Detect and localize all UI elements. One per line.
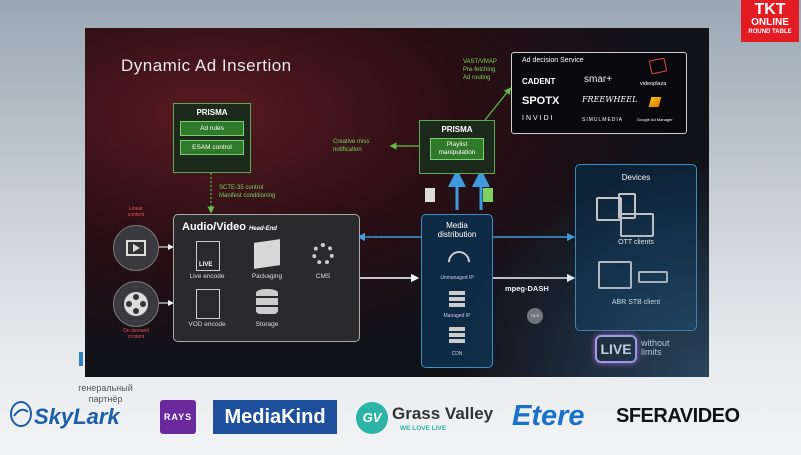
linear-label-1: Linear <box>129 206 143 212</box>
server-icon <box>449 291 465 309</box>
cadent-logo: CADENT <box>522 77 556 86</box>
tkt-line2: ONLINE <box>751 17 789 28</box>
wifi-icon <box>443 246 475 278</box>
packaging-label: Packaging <box>251 273 283 280</box>
phone-icon <box>618 193 636 219</box>
scte-notes: SCTE-35 control Manifest conditioning <box>219 184 275 200</box>
spotx-logo: SPOTX <box>522 95 560 107</box>
skylark-logo: SkyLark <box>34 404 120 429</box>
ott-clients-label: OTT clients <box>618 239 654 246</box>
linear-label-2: content <box>127 212 145 218</box>
laptop-icon <box>620 213 654 237</box>
playlist-manipulation-button[interactable]: Playlist manipulation <box>430 138 484 160</box>
av-title-text: Audio/Video <box>182 221 246 233</box>
packaging-box-icon <box>254 239 280 269</box>
presentation-slide: Dynamic Ad Insertion PRISMA Ad rules ESA… <box>85 28 709 377</box>
skylark-bird-icon <box>10 400 32 428</box>
live-tag: LIVE <box>199 262 213 268</box>
creative-notes: Creative miss notification <box>333 138 369 154</box>
ad-service-title: Ad decision Service <box>522 57 584 64</box>
prisma-left-box: PRISMA Ad rules ESAM control <box>173 103 251 173</box>
vod-encode-icon <box>196 289 220 319</box>
freewheel-logo: FREEWHEEL <box>582 95 638 104</box>
videoplaza-icon <box>648 57 668 75</box>
smart-logo: smar+ <box>584 74 613 85</box>
note-prefetch: Pre-fetching <box>463 67 496 73</box>
esam-control-button[interactable]: ESAM control <box>180 140 244 155</box>
slide-edge-marker <box>79 352 83 366</box>
tkt-logo: TKT ONLINE ROUND TABLE <box>741 0 799 42</box>
live-tagline: without limits <box>641 339 670 357</box>
tv-icon <box>598 261 632 289</box>
document-green-icon <box>483 188 493 202</box>
prisma-left-title: PRISMA <box>196 108 228 117</box>
grass-valley-logo: Grass Valley <box>392 404 494 423</box>
on-demand-content-label: On demand content <box>111 328 161 340</box>
cms-label: CMS <box>315 273 331 280</box>
rays-logo: RAYS <box>160 400 196 434</box>
managed-ip-label: Managed IP <box>443 313 471 319</box>
live-tag-1: without <box>641 338 670 348</box>
partner-line2: партнёр <box>88 394 123 404</box>
ad-decision-service-box: Ad decision Service CADENT smar+ videopl… <box>511 52 687 134</box>
film-reel-icon <box>113 281 159 327</box>
prisma-right-title: PRISMA <box>441 125 473 134</box>
tkt-line1: TKT <box>754 1 786 18</box>
mpeg-dash-label: mpeg-DASH <box>505 284 549 293</box>
partner-line1: генеральный <box>78 383 133 393</box>
ondemand-label-2: content <box>127 334 145 340</box>
film-strip-icon <box>113 225 159 271</box>
note-scte: SCTE-35 control <box>219 185 264 191</box>
ad-rules-button[interactable]: Ad rules <box>180 121 244 136</box>
tkt-line3: ROUND TABLE <box>748 29 792 35</box>
linear-content-label: Linear content <box>111 206 161 218</box>
simulmedia-logo: SIMULMEDIA <box>582 117 624 123</box>
etere-logo: Etere <box>512 400 585 432</box>
unmanaged-ip-label: Unmanaged IP <box>440 275 474 281</box>
storage-label: Storage <box>255 321 279 328</box>
live-encode-icon: LIVE <box>196 241 220 271</box>
general-partner-label: генеральный партнёр <box>68 383 143 405</box>
prisma-right-box: PRISMA Playlist manipulation <box>419 120 495 174</box>
grass-valley-icon: GV <box>356 402 388 434</box>
vast-notes: VAST/VMAP Pre-fetching Ad routing <box>463 58 497 82</box>
cdn-label: CDN <box>451 351 463 357</box>
google-ad-manager-logo: Google Ad Manager <box>637 117 673 122</box>
devices-box: Devices OTT clients ABR STB client <box>575 164 697 331</box>
gear-icon <box>312 243 334 265</box>
grass-valley-tagline: WE LOVE LIVE <box>400 425 447 432</box>
tablet-icon <box>596 197 622 221</box>
invidi-logo: INVIDI <box>522 115 555 122</box>
slide-title: Dynamic Ad Insertion <box>121 56 292 75</box>
storage-icon <box>256 289 278 315</box>
cdn-server-icon <box>449 327 465 345</box>
note-routing: Ad routing <box>463 75 491 81</box>
note-notification: notification <box>333 147 362 153</box>
hls-icon: HLS <box>527 308 543 324</box>
ondemand-label-1: On demand <box>122 328 150 334</box>
note-creative: Creative miss <box>333 139 370 145</box>
abr-stb-label: ABR STB client <box>611 299 661 306</box>
google-ad-manager-icon <box>648 97 662 107</box>
sferavideo-logo: SFERAVIDEO <box>616 405 740 427</box>
live-word: LIVE <box>595 335 637 363</box>
videoplaza-logo: videoplaza <box>640 81 667 87</box>
devices-title: Devices <box>621 173 651 182</box>
live-without-limits-logo: LIVE without limits <box>595 333 695 363</box>
note-vast: VAST/VMAP <box>463 59 497 65</box>
note-manifest: Manifest conditioning <box>219 193 276 199</box>
av-subtitle-text: Head-End <box>248 226 277 232</box>
md-title-2: distribution <box>437 230 477 239</box>
mediakind-logo: MediaKind <box>213 400 337 434</box>
document-icon <box>425 188 435 202</box>
vod-encode-label: VOD encode <box>188 321 226 328</box>
media-distribution-box: Media distribution Unmanaged IP Managed … <box>421 214 493 368</box>
stb-icon <box>638 271 668 283</box>
media-distribution-title: Media distribution <box>422 221 492 239</box>
md-title-1: Media <box>446 221 468 230</box>
live-encode-label: Live encode <box>189 273 225 280</box>
live-tag-2: limits <box>641 347 662 357</box>
